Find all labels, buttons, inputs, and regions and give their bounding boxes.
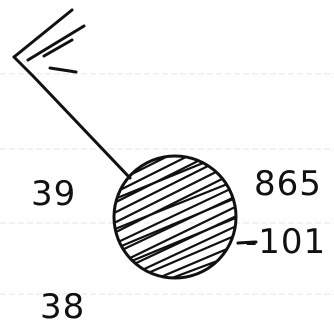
label-left-lower: 38 xyxy=(40,287,85,327)
hatched-ball xyxy=(112,154,238,280)
paper-rule-lines xyxy=(0,73,334,295)
rake-head xyxy=(12,8,86,78)
dash-mark xyxy=(236,240,258,245)
label-right-lower: -101 xyxy=(245,222,326,262)
label-right-upper: 865 xyxy=(254,164,322,204)
label-left-upper: 39 xyxy=(31,174,76,214)
handle-line xyxy=(31,74,132,180)
